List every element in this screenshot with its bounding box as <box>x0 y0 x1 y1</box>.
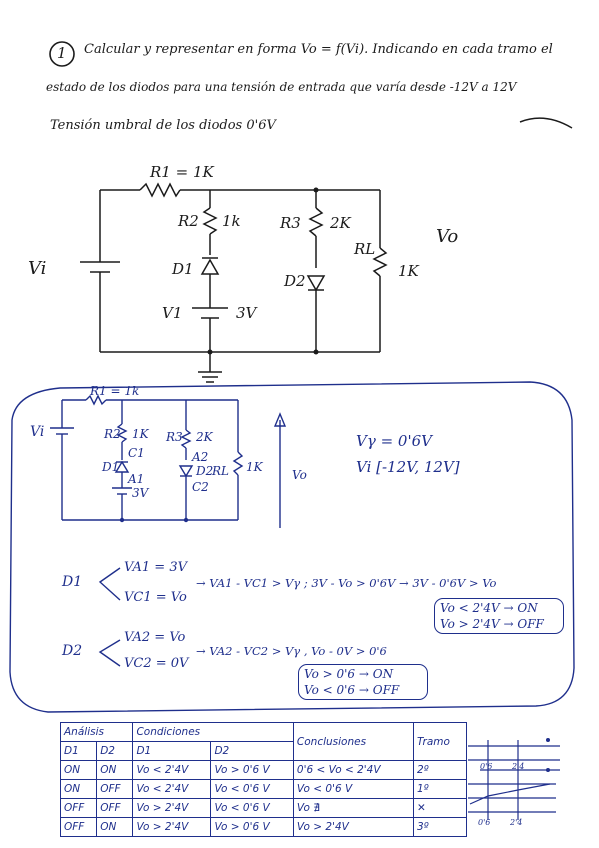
d1-on-condition: Vo < 2'4V → ON <box>440 601 538 615</box>
table-cell: Vo > 2'4V <box>132 798 212 818</box>
problem-line-1: Calcular y representar en forma Vo = f(V… <box>84 42 553 57</box>
c1-v1-label: V1 <box>162 304 183 322</box>
c2-d2-label: D2 <box>196 464 214 478</box>
sketch-threshold-2b: 2'4 <box>510 818 523 827</box>
table-cell: Vo < 0'6 V <box>210 779 294 799</box>
d2-inequality: → VA2 - VC2 > Vγ , Vo - 0V > 0'6 <box>196 644 387 658</box>
c2-rl-value: 1K <box>246 460 263 474</box>
table-cell: Vo > 0'6 V <box>210 817 294 837</box>
input-range: Vi [-12V, 12V] <box>356 458 460 476</box>
c1-r3-value: 2K <box>330 214 351 232</box>
d1-va: VA1 = 3V <box>124 560 187 575</box>
d1-off-condition: Vo > 2'4V → OFF <box>440 617 544 631</box>
table-conditions-title: Condiciones <box>132 722 294 742</box>
c2-r3-label: R3 <box>166 430 183 444</box>
d2-label: D2 <box>62 643 83 659</box>
d2-off-condition: Vo < 0'6 → OFF <box>304 683 400 697</box>
table-cell: ✕ <box>412 798 468 818</box>
c2-r2-value: 1K <box>132 427 149 441</box>
c2-r1-label: R1 = 1k <box>90 384 140 398</box>
c2-vi-label: Vi <box>30 424 45 440</box>
c2-c1-label: C1 <box>128 446 145 460</box>
d1-label: D1 <box>62 574 83 590</box>
problem-line-3: Tensión umbral de los diodos 0'6V <box>50 118 276 133</box>
table-cell: ON <box>59 779 98 799</box>
c2-a1-label: A1 <box>128 472 145 486</box>
table-cell: Vo > 2'4V <box>132 817 212 837</box>
c2-c2-label: C2 <box>192 480 209 494</box>
d2-vc: VC2 = 0V <box>124 656 189 671</box>
table-header-d2-state: D2 <box>96 741 134 761</box>
d2-result-box: Vo > 0'6 → ON Vo < 0'6 → OFF <box>298 664 428 700</box>
c1-rl-label: RL <box>354 240 376 258</box>
table-header-d1-cond: D1 <box>132 741 212 761</box>
c1-r1-label: R1 = 1K <box>150 163 214 181</box>
d2-va: VA2 = Vo <box>124 630 186 645</box>
table-row: OFF ON Vo > 2'4V Vo > 0'6 V Vo > 2'4V 3º <box>59 817 468 837</box>
analysis-table: Análisis Condiciones Conclusiones Tramo … <box>59 722 468 837</box>
table-cell: OFF <box>96 798 134 818</box>
table-cell: Vo > 2'4V <box>292 817 414 837</box>
c2-rl-label: RL <box>212 464 230 478</box>
problem-number: 1 <box>57 44 67 62</box>
table-row: OFF OFF Vo > 2'4V Vo < 0'6 V Vo ∄ ✕ <box>59 798 468 818</box>
d1-result-box: Vo < 2'4V → ON Vo > 2'4V → OFF <box>434 598 564 634</box>
d2-on-condition: Vo > 0'6 → ON <box>304 667 394 681</box>
table-cell: OFF <box>59 817 98 837</box>
sketch-threshold-1b: 0'6 <box>478 818 491 827</box>
table-cell: OFF <box>59 798 98 818</box>
threshold-voltage: Vγ = 0'6V <box>356 432 432 450</box>
table-cell: 3º <box>412 817 468 837</box>
c1-rl-value: 1K <box>398 262 419 280</box>
c2-r2-label: R2 <box>104 427 121 441</box>
d1-vc: VC1 = Vo <box>124 590 187 605</box>
table-title: Análisis <box>59 722 134 742</box>
c2-v-value: 3V <box>132 486 149 500</box>
c1-r2-value: 1k <box>222 212 241 230</box>
problem-line-2: estado de los diodos para una tensión de… <box>46 80 517 94</box>
c1-vi-label: Vi <box>28 258 47 279</box>
c2-d1-label: D1 <box>102 460 120 474</box>
sketch-threshold-1: 0'6 <box>480 762 493 771</box>
c1-r3-label: R3 <box>280 214 301 232</box>
table-cell: ON <box>96 817 134 837</box>
sketch-threshold-2: 2'4 <box>512 762 525 771</box>
table-cell: 0'6 < Vo < 2'4V <box>292 760 414 780</box>
c1-vo-label: Vo <box>436 226 459 247</box>
c1-r2-label: R2 <box>178 212 199 230</box>
c1-d2-label: D2 <box>284 272 306 290</box>
c2-a2-label: A2 <box>192 450 209 464</box>
c1-v1-value: 3V <box>236 304 257 322</box>
table-header-tramo: Tramo <box>412 722 468 761</box>
c1-d1-label: D1 <box>172 260 194 278</box>
d1-inequality: → VA1 - VC1 > Vγ ; 3V - Vo > 0'6V → 3V -… <box>196 576 497 590</box>
table-row: ON ON Vo < 2'4V Vo > 0'6 V 0'6 < Vo < 2'… <box>59 760 468 780</box>
c2-r3-value: 2K <box>196 430 213 444</box>
c2-vo-label: Vo <box>292 468 307 482</box>
table-cell: Vo ∄ <box>292 798 414 818</box>
table-cell: Vo < 0'6 V <box>210 798 294 818</box>
